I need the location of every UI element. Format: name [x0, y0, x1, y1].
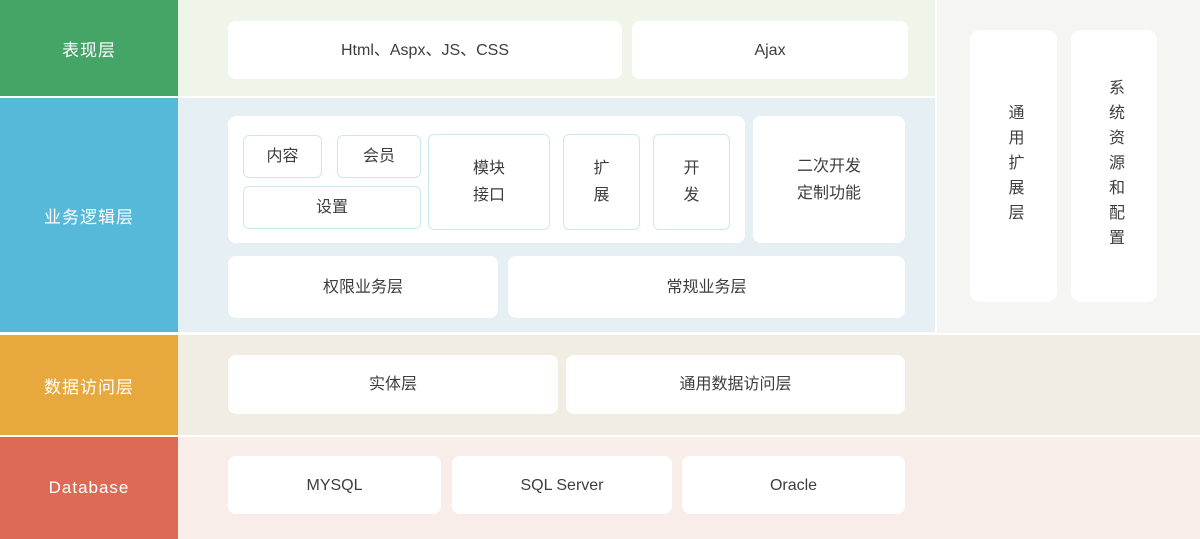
box-sql-server: SQL Server [452, 456, 672, 514]
box-html-aspx-js-css: Html、Aspx、JS、CSS [228, 21, 622, 79]
box-content-module: 内容 [243, 135, 322, 178]
layer-label-text: Database [48, 478, 130, 497]
box-system-resources-and-config: 系统资源和配置 [1071, 30, 1157, 302]
box-module-interface: 模块 接口 [428, 134, 550, 230]
box-general-business-layer: 常规业务层 [508, 256, 905, 318]
box-secondary-development: 二次开发 定制功能 [753, 116, 905, 243]
layer-label-text: 表现层 [62, 40, 116, 60]
box-extension: 扩 展 [563, 134, 640, 230]
layer-label-database: Database [0, 437, 178, 539]
box-permission-business-layer: 权限业务层 [228, 256, 498, 318]
box-general-data-access-layer: 通用数据访问层 [566, 355, 905, 414]
layer-label-data-access: 数据访问层 [0, 335, 178, 435]
box-development: 开 发 [653, 134, 730, 230]
box-oracle: Oracle [682, 456, 905, 514]
vertical-text: 通用扩展层 [1005, 103, 1023, 229]
box-ajax: Ajax [632, 21, 908, 79]
layer-label-text: 数据访问层 [44, 377, 134, 397]
box-member-module: 会员 [337, 135, 421, 178]
box-entity-layer: 实体层 [228, 355, 558, 414]
vertical-text: 系统资源和配置 [1106, 78, 1123, 254]
layer-label-presentation: 表现层 [0, 0, 178, 96]
layer-label-business-logic: 业务逻辑层 [0, 98, 178, 332]
box-mysql: MYSQL [228, 456, 441, 514]
box-settings-module: 设置 [243, 186, 421, 229]
layer-label-text: 业务逻辑层 [44, 207, 134, 227]
box-general-extension-layer: 通用扩展层 [970, 30, 1057, 302]
